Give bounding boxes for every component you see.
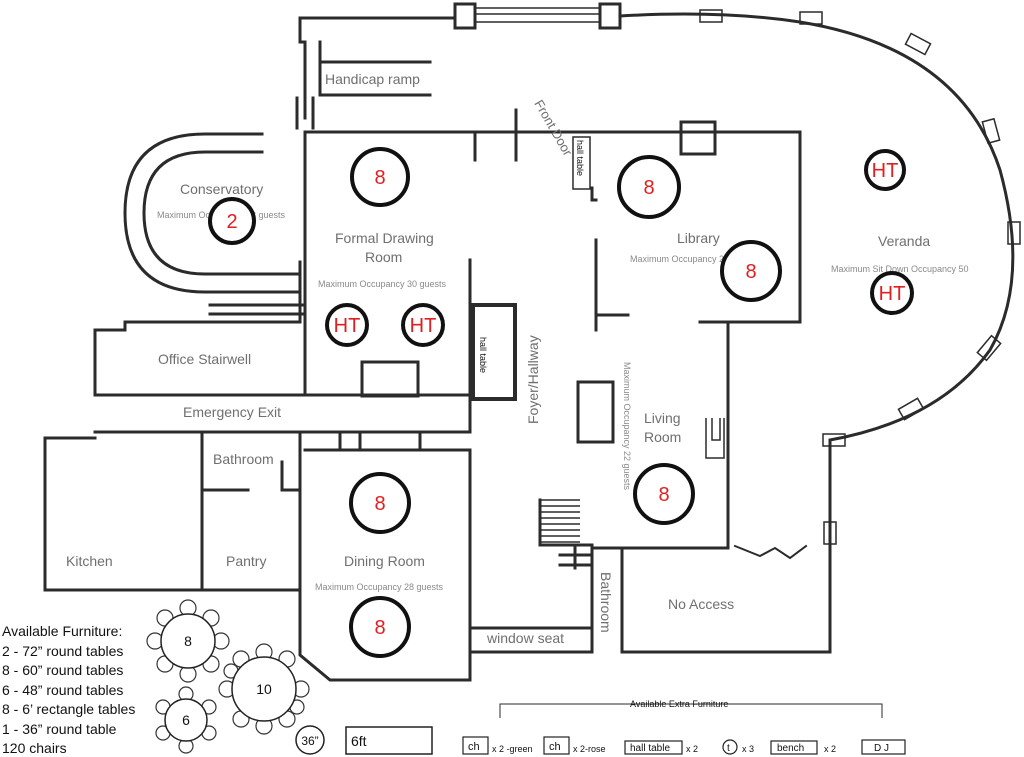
- conservatory-table: [208, 197, 256, 245]
- furniture-item-2: 8 - 60” round tables: [2, 662, 123, 678]
- library-label: Library: [677, 230, 720, 246]
- sample-table-6ft: [345, 726, 433, 755]
- furniture-item-1: 2 - 72” round tables: [2, 643, 123, 659]
- extra-t-box: [722, 739, 738, 755]
- library-table-1: [617, 155, 681, 219]
- furniture-item-6: 120 chairs: [2, 740, 67, 756]
- bathroom-left-label: Bathroom: [213, 451, 274, 467]
- dining-room-occupancy: Maximum Occupancy 28 guests: [315, 582, 444, 592]
- window-seat-label: window seat: [486, 630, 564, 646]
- extra-ch-rose-box-label: ch: [549, 741, 561, 753]
- living-room-label-line1: Living: [644, 410, 681, 426]
- sample-table-8-label: 8: [184, 633, 192, 649]
- conservatory-table-label: 2: [226, 211, 237, 233]
- living-room-table: [633, 463, 695, 525]
- extra-ch-green-qty: x 2 -green: [492, 744, 533, 754]
- extra-bench-box: [770, 740, 818, 755]
- veranda-ht-table-2: [870, 271, 914, 315]
- formal-drawing-occupancy: Maximum Occupancy 30 guests: [318, 279, 447, 289]
- extra-ch-green-box: [462, 736, 489, 755]
- sample-table-8: [160, 613, 216, 669]
- dining-room-table-1: [349, 472, 411, 534]
- library-table-2: [720, 240, 782, 302]
- furniture-item-4: 8 - 6’ rectangle tables: [2, 701, 135, 717]
- drawing-room-ht-table-2-label: HT: [410, 315, 437, 337]
- placed-tables: 2 8 HT HT 8 8 HT HT 8 8 8: [208, 147, 914, 658]
- bathroom-right-label: Bathroom: [598, 572, 614, 633]
- no-access-label: No Access: [668, 596, 734, 612]
- available-furniture-legend: Available Furniture: 2 - 72” round table…: [2, 599, 433, 756]
- sample-table-6ft-label: 6ft: [351, 733, 367, 749]
- foyer-hallway-label: Foyer/Hallway: [525, 335, 541, 424]
- front-door-label: Front Door: [531, 97, 575, 159]
- veranda-occupancy: Maximum Sit Down Occupancy 50: [831, 264, 969, 274]
- extra-furniture-title: Available Extra Furniture: [630, 699, 728, 709]
- extra-ch-green-box-label: ch: [468, 741, 480, 753]
- dining-room-table-2-label: 8: [374, 617, 385, 639]
- extra-bench-qty: x 2: [824, 744, 836, 754]
- sample-table-10-label: 10: [256, 681, 272, 697]
- drawing-room-ht-table-2: [401, 303, 445, 347]
- formal-drawing-room-label-line2: Room: [365, 249, 402, 265]
- drawing-room-ht-table-1: [325, 303, 369, 347]
- extra-dj-box: [861, 739, 906, 755]
- drawing-room-table-label: 8: [374, 167, 385, 189]
- living-room-table-label: 8: [658, 484, 669, 506]
- dining-room-label: Dining Room: [344, 553, 425, 569]
- extra-hall-table-box-label: hall table: [630, 743, 670, 754]
- library-table-2-label: 8: [745, 261, 756, 283]
- extra-t-box-label: t: [727, 743, 730, 754]
- living-room-label-line2: Room: [644, 429, 681, 445]
- extra-furniture-legend: Available Extra Furniture ch x 2 -green …: [462, 699, 906, 755]
- library-occupancy: Maximum Occupancy 28 guests: [630, 254, 759, 264]
- drawing-room-ht-table-1-label: HT: [334, 315, 361, 337]
- furniture-item-3: 6 - 48” round tables: [2, 682, 123, 698]
- dining-room-table-2: [349, 596, 411, 658]
- handicap-ramp-label: Handicap ramp: [325, 71, 420, 87]
- walls: [43, 2, 1021, 682]
- extra-t-qty: x 3: [742, 744, 754, 754]
- extra-ch-rose-qty: x 2-rose: [573, 744, 606, 754]
- furniture-item-5: 1 - 36” round table: [2, 721, 117, 737]
- office-stairwell-label: Office Stairwell: [158, 351, 251, 367]
- veranda-ht-table-2-label: HT: [879, 283, 906, 305]
- living-room-occupancy: Maximum Occupancy 22 guests: [622, 362, 632, 491]
- sample-table-6: [164, 698, 208, 742]
- furniture-title: Available Furniture:: [2, 623, 122, 639]
- library-table-1-label: 8: [643, 177, 654, 199]
- formal-drawing-room-label-line1: Formal Drawing: [335, 230, 434, 246]
- veranda-label: Veranda: [878, 233, 930, 249]
- sample-table-36-label: 36”: [301, 734, 318, 748]
- veranda-ht-table-1-label: HT: [872, 160, 899, 182]
- extra-dj-box-label: D J: [874, 743, 889, 754]
- hall-table-label-foyer: hall table: [478, 337, 488, 373]
- drawing-room-table: [350, 147, 410, 207]
- extra-bench-box-label: bench: [777, 743, 804, 754]
- sample-table-6-label: 6: [182, 712, 190, 728]
- hall-table-label-top: hall table: [575, 140, 585, 176]
- kitchen-label: Kitchen: [66, 553, 113, 569]
- extra-hall-table-qty: x 2: [686, 744, 698, 754]
- sample-table-36: [295, 725, 325, 755]
- sample-table-10: [231, 656, 297, 722]
- pantry-label: Pantry: [226, 553, 266, 569]
- sample-table-10-chairs: [218, 643, 310, 735]
- extra-hall-table-box: [624, 740, 683, 755]
- veranda-ht-table-1: [864, 149, 906, 191]
- emergency-exit-label: Emergency Exit: [183, 404, 281, 420]
- extra-ch-rose-box: [543, 736, 570, 755]
- dining-room-table-1-label: 8: [374, 493, 385, 515]
- sample-table-8-chairs: [146, 599, 230, 683]
- conservatory-label: Conservatory: [180, 181, 263, 197]
